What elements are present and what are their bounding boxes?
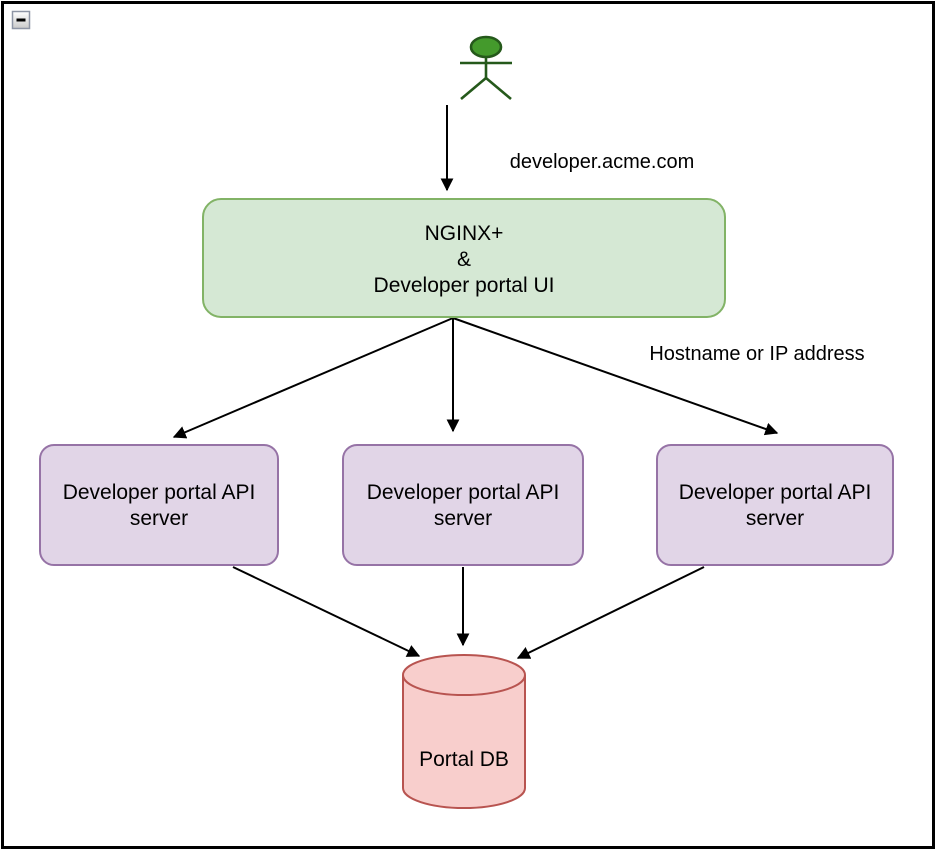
api-server-label-line1: Developer portal API: [63, 481, 256, 504]
api-server-label-line2: server: [434, 507, 492, 530]
actor-leg-left: [460, 77, 487, 100]
collapse-minus-icon: [16, 18, 26, 22]
node-api-server-3[interactable]: Developer portal API server: [656, 444, 894, 566]
api-server-box[interactable]: [656, 444, 894, 566]
edge-api-1-to-db[interactable]: [232, 566, 421, 657]
edge-label-hostname: Hostname or IP address: [649, 343, 864, 365]
api-server-label-line2: server: [130, 507, 188, 530]
db-cylinder-top: [402, 674, 526, 696]
api-server-label-line2: server: [746, 507, 804, 530]
gateway-label-line1: NGINX+: [425, 222, 504, 245]
gateway-box[interactable]: [202, 198, 726, 318]
api-server-label-line1: Developer portal API: [367, 481, 560, 504]
user-actor-node[interactable]: [460, 35, 512, 100]
edge-label-domain: developer.acme.com: [510, 151, 695, 173]
collapse-button[interactable]: [11, 10, 31, 30]
node-portal-db[interactable]: Portal DB: [402, 654, 526, 809]
gateway-label-line2: &: [457, 248, 471, 271]
actor-leg-right: [485, 77, 512, 100]
db-cylinder-body[interactable]: [402, 654, 526, 809]
gateway-label-line3: Developer portal UI: [374, 274, 555, 297]
edge-gateway-to-api-1[interactable]: [172, 317, 454, 439]
db-label: Portal DB: [419, 748, 509, 771]
api-server-box[interactable]: [39, 444, 279, 566]
node-gateway[interactable]: NGINX+ & Developer portal UI: [202, 198, 726, 318]
node-api-server-2[interactable]: Developer portal API server: [342, 444, 584, 566]
edge-api-3-to-db[interactable]: [516, 566, 705, 659]
edge-gateway-to-api-3[interactable]: [452, 317, 779, 436]
node-api-server-1[interactable]: Developer portal API server: [39, 444, 279, 566]
api-server-label-line1: Developer portal API: [679, 481, 872, 504]
actor-head: [469, 35, 503, 59]
api-server-box[interactable]: [342, 444, 584, 566]
